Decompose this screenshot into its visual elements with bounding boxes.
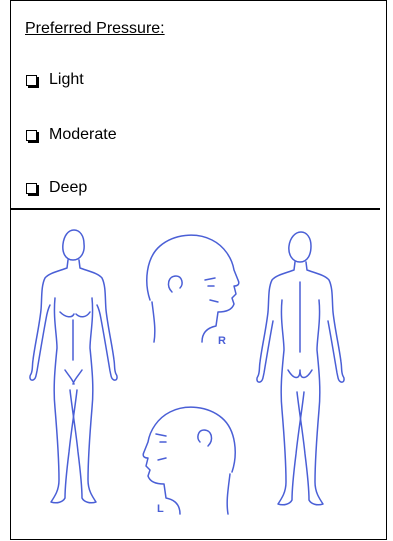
section-divider [10,208,380,210]
option-label-light: Light [49,71,84,89]
option-moderate[interactable]: Moderate [26,126,117,144]
option-label-moderate: Moderate [49,126,117,144]
option-label-deep: Deep [49,179,87,197]
checkbox-moderate[interactable] [26,130,37,141]
head-right-profile: R [147,235,239,347]
front-body-figure [30,230,117,503]
checkbox-deep[interactable] [26,183,37,194]
head-left-profile: L [143,407,235,515]
left-side-label: L [157,503,164,515]
option-deep[interactable]: Deep [26,179,87,197]
body-diagram: R L [0,220,393,540]
option-light[interactable]: Light [26,71,84,89]
right-side-label: R [218,335,226,347]
back-body-figure [257,232,344,505]
preferred-pressure-heading: Preferred Pressure: [25,20,165,38]
checkbox-light[interactable] [26,75,37,86]
